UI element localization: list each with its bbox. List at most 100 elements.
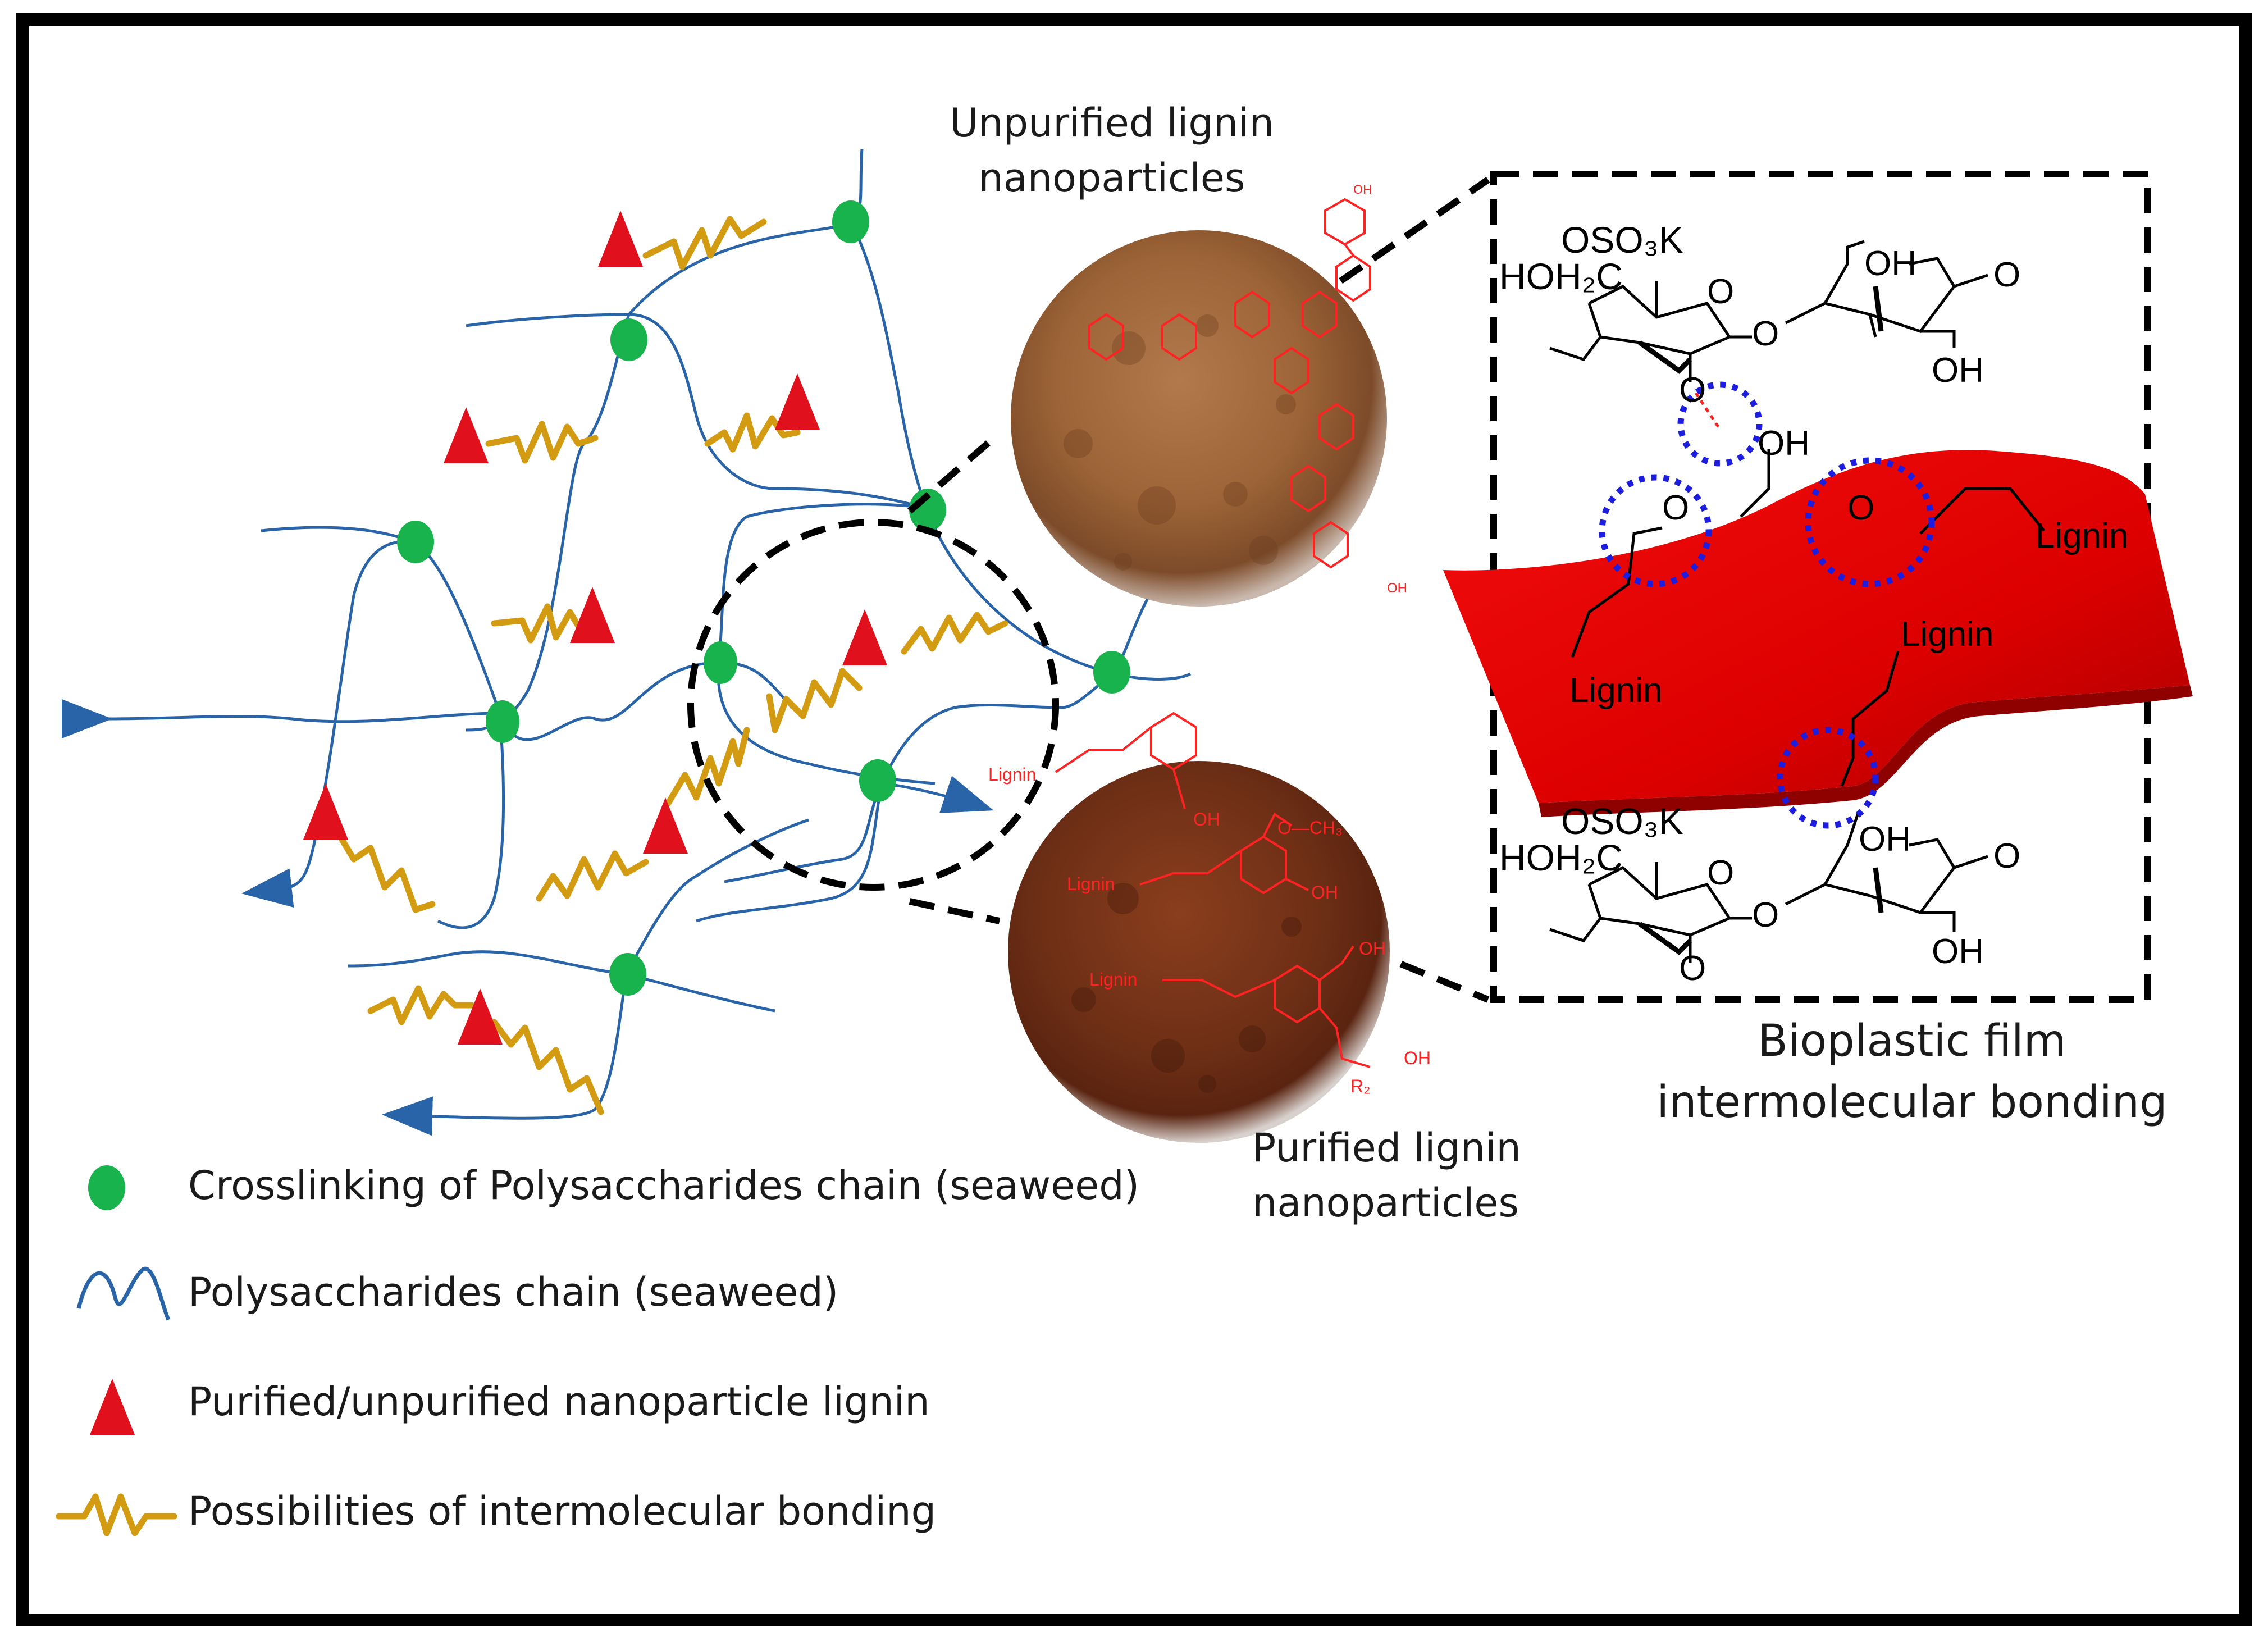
purified-particle: Lignin Lignin Lignin OH O—CH₃ OH OH OH R… <box>988 712 1431 1143</box>
bond-zigzag <box>491 603 599 644</box>
film-caption: Bioplastic film intermolecular bonding <box>1617 1011 2207 1133</box>
lignin-ring <box>1302 290 1338 339</box>
chain-strand <box>724 672 1116 883</box>
green-node <box>704 641 737 684</box>
interaction-markers <box>1599 381 1935 829</box>
chain-strand <box>466 148 864 732</box>
purified-ring <box>1150 712 1197 771</box>
purified-lignin-label: Lignin <box>1089 969 1137 990</box>
bond-zigzag <box>901 612 1008 655</box>
dotted-circle <box>1599 474 1712 587</box>
lignin-triangles <box>303 211 887 1045</box>
unpurified-oh-label: OH <box>1387 581 1407 596</box>
glycosidic-o-label: O <box>1752 896 1779 934</box>
green-dot-icon <box>88 1165 125 1210</box>
red-triangle <box>444 407 489 463</box>
chain-strand <box>696 783 883 923</box>
unpurified-top-oh-label: OH <box>1353 183 1372 197</box>
lignin-ring <box>1324 198 1366 246</box>
gold-zigzag-icon <box>56 1493 177 1536</box>
zoom-line <box>1306 177 1490 306</box>
bond-zigzag <box>642 216 767 270</box>
film-caption-line1: Bioplastic film <box>1758 1016 2066 1066</box>
green-node <box>486 700 519 743</box>
oh-label: OH <box>1864 244 1916 283</box>
blue-wave-icon <box>76 1266 171 1321</box>
lignin-ring <box>1088 313 1124 361</box>
bond-zigzag <box>367 985 475 1025</box>
carbonyl-o-label: O <box>1679 371 1706 409</box>
unpurified-caption: Unpurified lignin nanoparticles <box>898 95 1325 206</box>
film-caption-line2: intermolecular bonding <box>1656 1077 2167 1128</box>
bond-zigzag <box>536 850 649 902</box>
oh-label: OH <box>1932 932 1984 971</box>
bond-zigzag <box>334 828 436 913</box>
lignin-ring <box>1161 313 1197 361</box>
zoom-circle <box>687 519 1059 891</box>
purified-lignin-label: Lignin <box>988 764 1036 785</box>
legend-label-lignin: Purified/unpurified nanoparticle lignin <box>188 1379 930 1425</box>
purified-oh-label: OH <box>1311 882 1338 902</box>
purified-oh-label: OH <box>1359 938 1386 959</box>
green-node <box>397 521 434 563</box>
film-o-label: O <box>1662 489 1689 527</box>
bioplastic-film <box>1443 450 2190 803</box>
ring-o-label: O <box>1993 837 2020 876</box>
unpurified-particle: OH OH <box>1011 183 1407 607</box>
red-triangle <box>303 783 348 840</box>
purified-r2-label: R₂ <box>1350 1076 1371 1096</box>
lignin-ring <box>1234 290 1270 339</box>
ring-o-label: O <box>1707 272 1734 311</box>
lignin-ring <box>1335 254 1371 302</box>
carbonyl-o-label: O <box>1679 949 1706 988</box>
lignin-ring <box>1313 521 1349 569</box>
chain-strand <box>466 313 927 510</box>
unpurified-caption-line1: Unpurified lignin <box>950 100 1274 146</box>
dotted-circle <box>1805 457 1935 587</box>
purified-caption: Purified lignin nanoparticles <box>1252 1120 1589 1230</box>
purified-och3-label: O—CH₃ <box>1277 818 1343 838</box>
outer-frame <box>16 13 2252 1626</box>
purified-caption-line2: nanoparticles <box>1252 1180 1519 1226</box>
lignin-ring <box>1274 346 1309 395</box>
lignin-label: Lignin <box>2036 517 2128 555</box>
legend-icons <box>56 1165 177 1536</box>
oh-label: OH <box>1758 424 1810 463</box>
legend-label-chain: Polysaccharides chain (seaweed) <box>188 1269 839 1315</box>
red-triangle-icon <box>90 1379 135 1435</box>
lignin-ring <box>1290 464 1326 513</box>
ring-o-label: O <box>1993 256 2020 294</box>
red-triangle <box>643 797 688 854</box>
chain-strand <box>382 974 628 1136</box>
oso3k-label: OSO₃K <box>1561 800 1683 842</box>
chem-structures <box>1549 240 2045 963</box>
chain-strand <box>437 713 505 929</box>
red-triangle <box>842 609 887 665</box>
purified-lignin-label: Lignin <box>1067 874 1115 894</box>
chain-strand <box>348 950 627 976</box>
chain-strand <box>717 503 936 785</box>
green-node <box>609 953 646 996</box>
ring-o-label: O <box>1707 854 1734 892</box>
glycosidic-o-label: O <box>1752 314 1779 353</box>
bond-zigzag <box>704 412 801 453</box>
lignin-label: Lignin <box>1569 671 1662 710</box>
film-o-label: O <box>1847 489 1874 527</box>
zoom-line <box>907 435 996 514</box>
red-triangle <box>570 587 615 643</box>
green-node <box>832 200 869 243</box>
red-triangle <box>458 988 503 1045</box>
chain-strand <box>626 973 775 1013</box>
oh-label: OH <box>1932 351 1984 390</box>
hoh2c-label: HOH₂C <box>1499 256 1623 297</box>
crosslink-nodes <box>397 200 1130 996</box>
green-node <box>859 759 896 802</box>
purified-oh-label: OH <box>1404 1048 1431 1068</box>
red-triangle <box>775 373 820 430</box>
purified-caption-line1: Purified lignin <box>1252 1125 1521 1171</box>
green-node <box>610 318 647 361</box>
bond-zigzag <box>491 1019 604 1115</box>
purified-oh-label: OH <box>1193 809 1220 829</box>
zoom-line <box>909 898 1001 924</box>
